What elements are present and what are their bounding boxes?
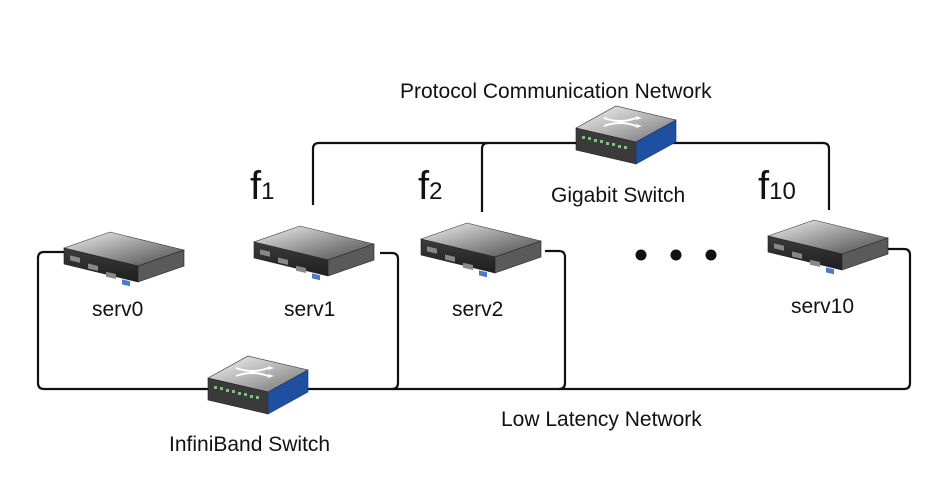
gigabit-switch-icon [575, 105, 677, 165]
infiniband-switch-icon [207, 355, 309, 415]
f2-base: f [418, 164, 430, 208]
link-serv10-ib [559, 247, 912, 391]
gigabit-switch-label: Gigabit Switch [551, 184, 686, 207]
f1-base: f [250, 164, 262, 208]
f2-subscript: 2 [429, 178, 443, 205]
function-label-f2: f2 [418, 164, 442, 209]
f10-subscript: 10 [769, 178, 796, 205]
protocol-network-label: Protocol Communication Network [400, 80, 712, 103]
serv2-label: serv2 [452, 298, 504, 321]
link-serv1-protocol [311, 141, 831, 210]
serv0-label: serv0 [92, 298, 144, 321]
f1-subscript: 1 [261, 178, 275, 205]
serv1-icon [253, 225, 375, 281]
ellipsis-dots [635, 249, 717, 261]
serv1-label: serv1 [284, 298, 336, 321]
function-label-f1: f1 [250, 164, 274, 209]
link-serv2-protocol [480, 141, 489, 212]
low-latency-network-label: Low Latency Network [501, 408, 702, 431]
protocol-network-links [311, 141, 831, 212]
infiniband-switch-label: InfiniBand Switch [169, 433, 331, 456]
serv0-icon [63, 231, 185, 287]
serv2-icon [420, 222, 542, 278]
serv10-icon [767, 219, 889, 275]
link-serv0-ib [36, 250, 240, 391]
serv10-label: serv10 [791, 295, 855, 318]
low-latency-links [36, 247, 912, 391]
f10-base: f [758, 164, 770, 208]
function-label-f10: f10 [758, 164, 796, 209]
